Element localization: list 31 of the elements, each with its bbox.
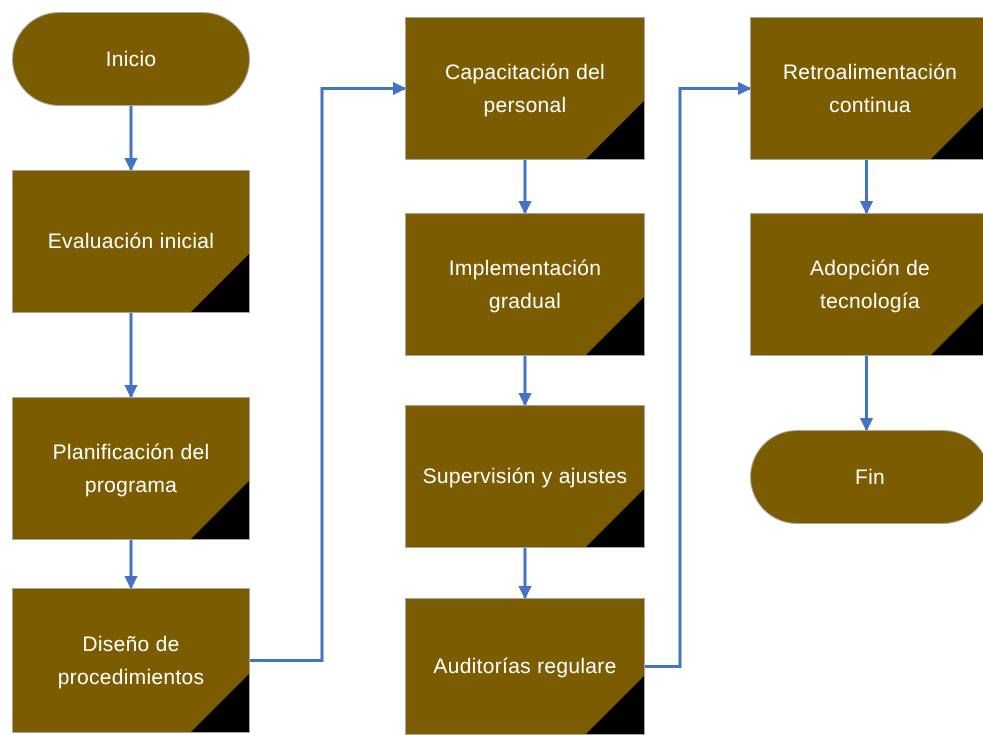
node-label: Implementación gradual [448,256,602,314]
node-label: Planificación del programa [52,440,210,498]
arrow [518,356,532,406]
process-box [405,405,645,548]
process-box [750,17,983,160]
node-label: Adopción de tecnología [808,256,932,314]
process-box [405,213,645,356]
process-box [12,397,250,540]
process-box [405,598,645,735]
arrow [860,160,874,214]
arrow [518,160,532,214]
arrow [124,540,138,590]
process-box [12,170,250,313]
node-label: Auditorías regulare [433,654,617,680]
node-label: Evaluación inicial [48,229,214,255]
arrow [124,313,138,398]
arrow [860,356,874,432]
process-box [405,17,645,160]
node-label: Fin [854,464,886,490]
process-box [12,588,250,733]
node-label: Supervisión y ajustes [422,464,628,490]
node-label: Diseño de procedimientos [56,632,206,690]
node-label: Retroalimentación continua [782,60,958,118]
arrow [124,106,138,172]
arrow [250,82,406,662]
process-box [750,213,983,356]
arrow [645,82,752,668]
arrow [518,548,532,600]
terminal-shape [750,430,983,524]
node-label: Inicio [106,46,156,72]
node-label: Capacitación del personal [444,60,606,118]
